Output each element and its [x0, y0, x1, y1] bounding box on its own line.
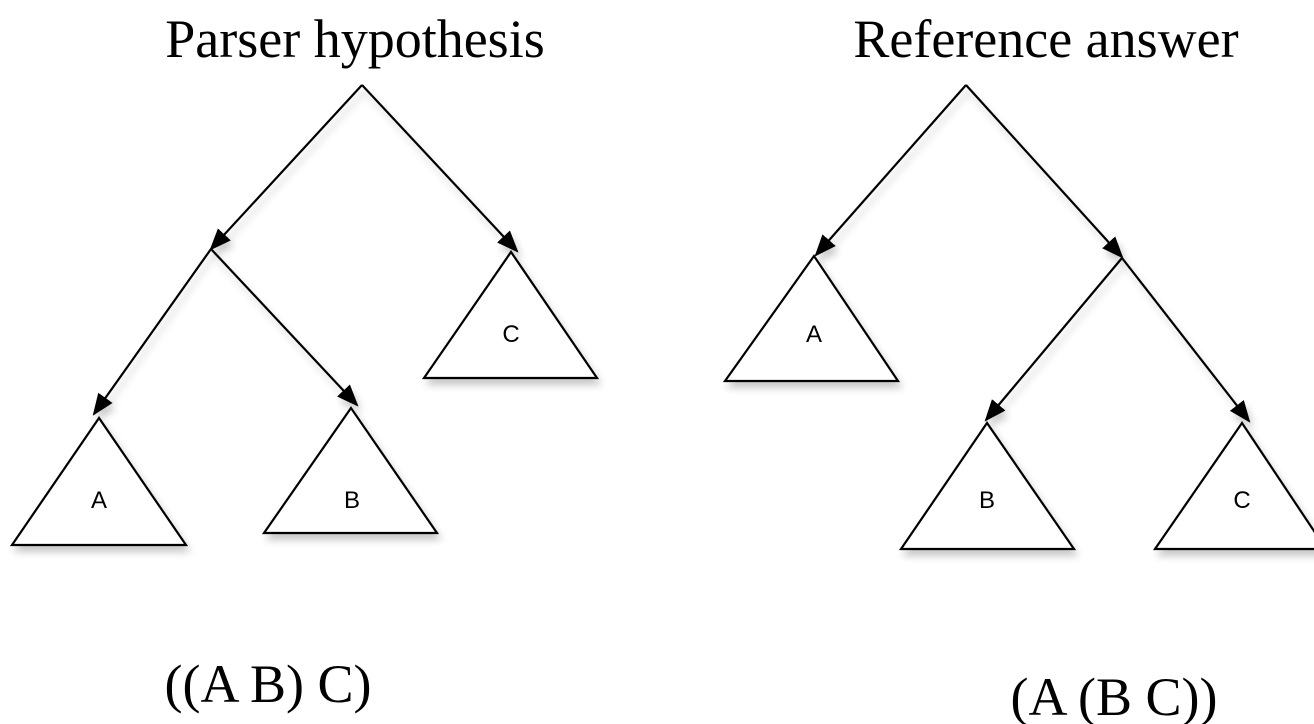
- subtree-triangle: [9, 416, 189, 547]
- left-leaf-label-b: B: [344, 487, 360, 514]
- left-edge-root-to-c: [361, 84, 519, 253]
- left-edge-ab-to-b: [210, 248, 359, 407]
- subtree-triangle: [1152, 421, 1314, 551]
- right-subtree-c: [1152, 421, 1314, 551]
- subtree-triangle: [722, 254, 901, 383]
- left-subtree-b: [261, 406, 440, 535]
- left-tree-title: Parser hypothesis: [165, 9, 544, 69]
- right-leaf-label-a: A: [806, 321, 822, 348]
- right-tree-bracketing: (A (B C)): [1011, 667, 1218, 724]
- right-tree: Reference answer A B C (A (B C)): [722, 9, 1314, 724]
- subtree-triangle: [898, 421, 1077, 551]
- left-tree-bracketing: ((A B) C): [165, 654, 372, 714]
- left-edge-root-to-ab: [209, 84, 363, 251]
- left-tree-edges: [92, 84, 519, 416]
- right-edge-root-to-bc: [965, 84, 1124, 259]
- right-leaf-label-c: C: [1233, 487, 1250, 514]
- left-edge-ab-to-a: [92, 248, 212, 416]
- left-leaf-label-c: C: [502, 321, 519, 348]
- subtree-triangle: [421, 250, 600, 380]
- right-subtree-a: [722, 254, 901, 383]
- left-leaf-label-a: A: [91, 487, 107, 514]
- right-subtree-b: [898, 421, 1077, 551]
- right-tree-title: Reference answer: [853, 9, 1238, 69]
- right-tree-edges: [814, 84, 1251, 423]
- right-leaf-label-b: B: [979, 487, 995, 514]
- right-edge-bc-to-c: [1121, 257, 1251, 423]
- left-tree: Parser hypothesis A B C ((A B) C): [9, 9, 600, 714]
- left-subtree-a: [9, 416, 189, 547]
- right-edge-bc-to-b: [984, 257, 1123, 422]
- right-edge-root-to-a: [814, 84, 967, 257]
- subtree-triangle: [261, 406, 440, 535]
- left-subtree-c: [421, 250, 600, 380]
